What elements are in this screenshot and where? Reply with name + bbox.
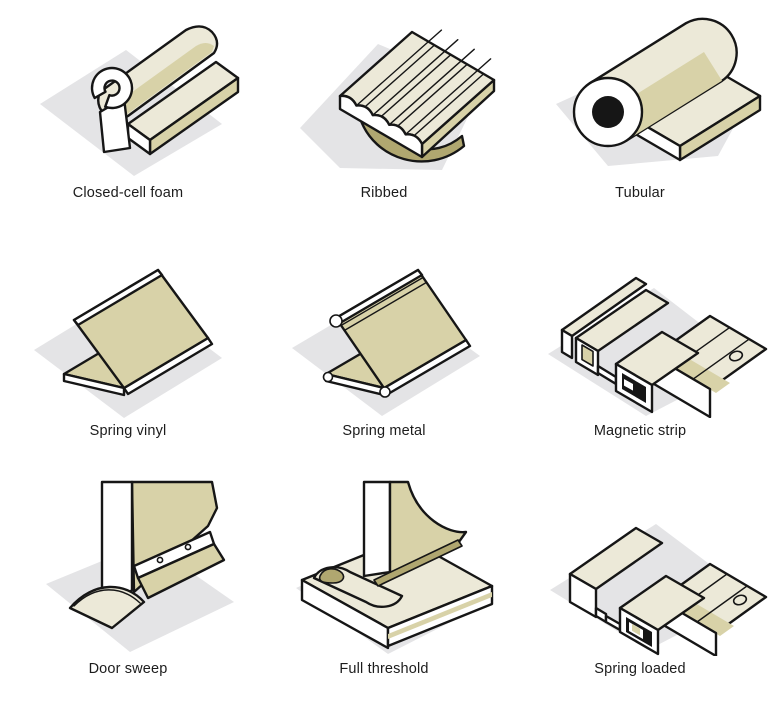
magnetic-strip-illustration: [548, 276, 768, 418]
cell-door-sweep: Door sweep: [0, 476, 256, 714]
spring-metal-illustration: [292, 268, 480, 416]
item-label: Tubular: [615, 185, 665, 201]
ribbed-illustration: [300, 29, 496, 170]
item-label: Ribbed: [360, 185, 408, 201]
cell-spring-loaded: Spring loaded: [512, 476, 768, 714]
spring-vinyl-illustration: [34, 268, 222, 418]
cell-spring-vinyl: Spring vinyl: [0, 238, 256, 476]
item-label: Spring metal: [342, 423, 426, 439]
closed-cell-foam-illustration: [40, 25, 240, 176]
cell-magnetic-strip: Magnetic strip: [512, 238, 768, 476]
item-label: Full threshold: [339, 661, 429, 677]
cell-closed-cell-foam: Closed-cell foam: [0, 0, 256, 238]
item-label: Spring vinyl: [89, 423, 167, 439]
cell-spring-metal: Spring metal: [256, 238, 512, 476]
cell-ribbed: Ribbed: [256, 0, 512, 238]
spring-loaded-illustration: [550, 524, 768, 656]
item-label: Door sweep: [88, 661, 168, 677]
cell-full-threshold: Full threshold: [256, 476, 512, 714]
cell-tubular: Tubular: [512, 0, 768, 238]
door-sweep-illustration: [46, 480, 234, 652]
item-label: Closed-cell foam: [72, 185, 184, 201]
item-label: Magnetic strip: [593, 423, 687, 439]
full-threshold-illustration: [296, 480, 494, 654]
item-label: Spring loaded: [594, 661, 686, 677]
tubular-illustration: [556, 17, 762, 166]
